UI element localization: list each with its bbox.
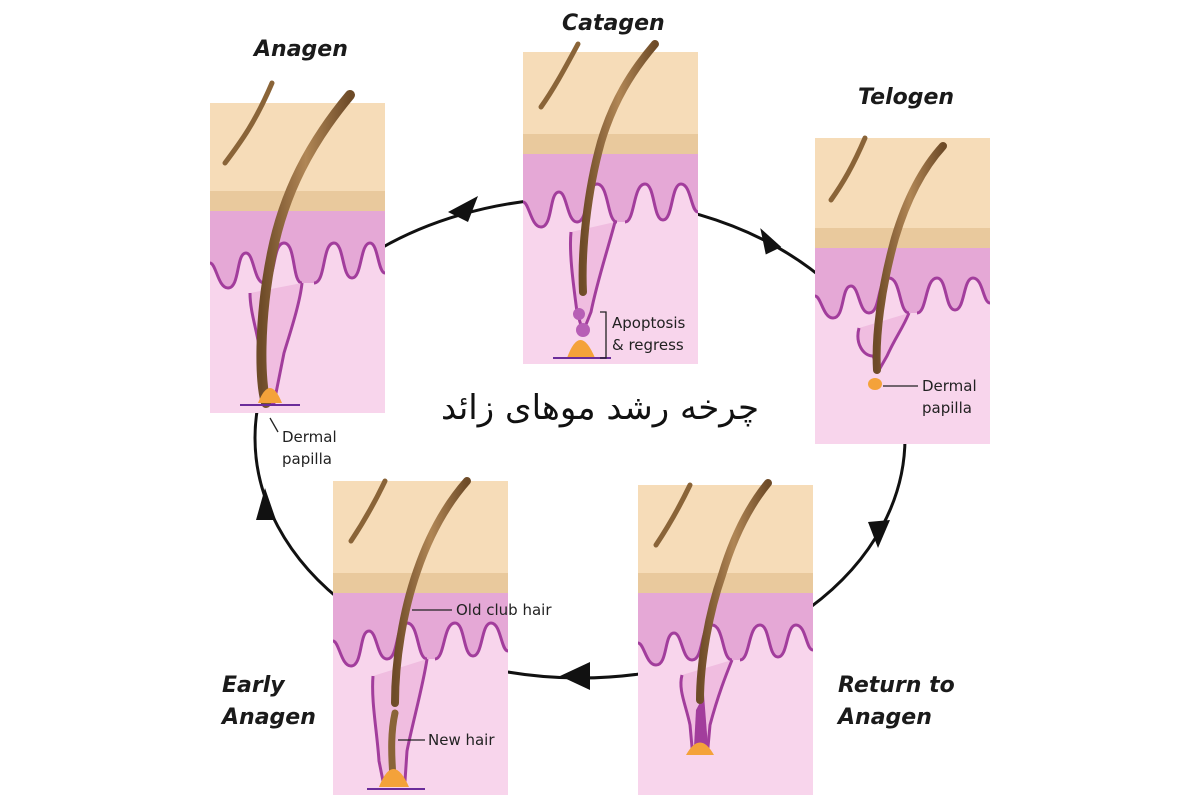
arrow-catagen-to-telogen-icon	[760, 228, 782, 255]
panel-anagen	[209, 80, 386, 413]
note-anagen-papilla-line2: papilla	[282, 450, 332, 468]
note-telogen-papilla: Dermal papilla	[922, 375, 977, 419]
note-telogen-papilla-line1: Dermal	[922, 377, 977, 395]
panel-telogen	[814, 135, 991, 444]
label-return-line1: Return to	[838, 673, 955, 698]
arrow-anagen-to-catagen-icon	[448, 196, 478, 222]
label-catagen: Catagen	[562, 11, 665, 36]
note-apoptosis-line2: & regress	[612, 336, 684, 354]
annotation-lines	[269, 311, 918, 741]
label-early-line1: Early	[222, 673, 285, 698]
note-anagen-papilla: Dermal papilla	[282, 426, 337, 470]
note-apoptosis: Apoptosis & regress	[612, 312, 685, 356]
label-early-line2: Anagen	[222, 705, 316, 730]
label-return-line2: Anagen	[838, 705, 932, 730]
note-anagen-papilla-line1: Dermal	[282, 428, 337, 446]
diagram-title: چرخه رشد موهای زائد	[440, 388, 760, 428]
arrow-telogen-to-return-icon	[868, 520, 890, 548]
pointer-anagen-papilla	[269, 417, 279, 433]
label-early-anagen: Early Anagen	[222, 670, 316, 734]
note-apoptosis-line1: Apoptosis	[612, 314, 686, 332]
panel-early-anagen	[332, 477, 509, 795]
panel-catagen	[522, 40, 699, 364]
note-telogen-papilla-line2: papilla	[922, 399, 972, 417]
arrow-return-to-early-icon	[560, 662, 590, 690]
panel-return-to-anagen	[637, 479, 814, 795]
label-telogen: Telogen	[858, 85, 955, 110]
bracket-apoptosis	[600, 311, 607, 359]
note-new-hair: New hair	[428, 731, 495, 749]
label-return-to-anagen: Return to Anagen	[838, 670, 955, 734]
label-anagen: Anagen	[254, 37, 348, 62]
note-old-club-hair: Old club hair	[456, 601, 552, 619]
arrow-early-to-anagen-icon	[256, 488, 276, 520]
cycle-arrows	[256, 196, 890, 690]
